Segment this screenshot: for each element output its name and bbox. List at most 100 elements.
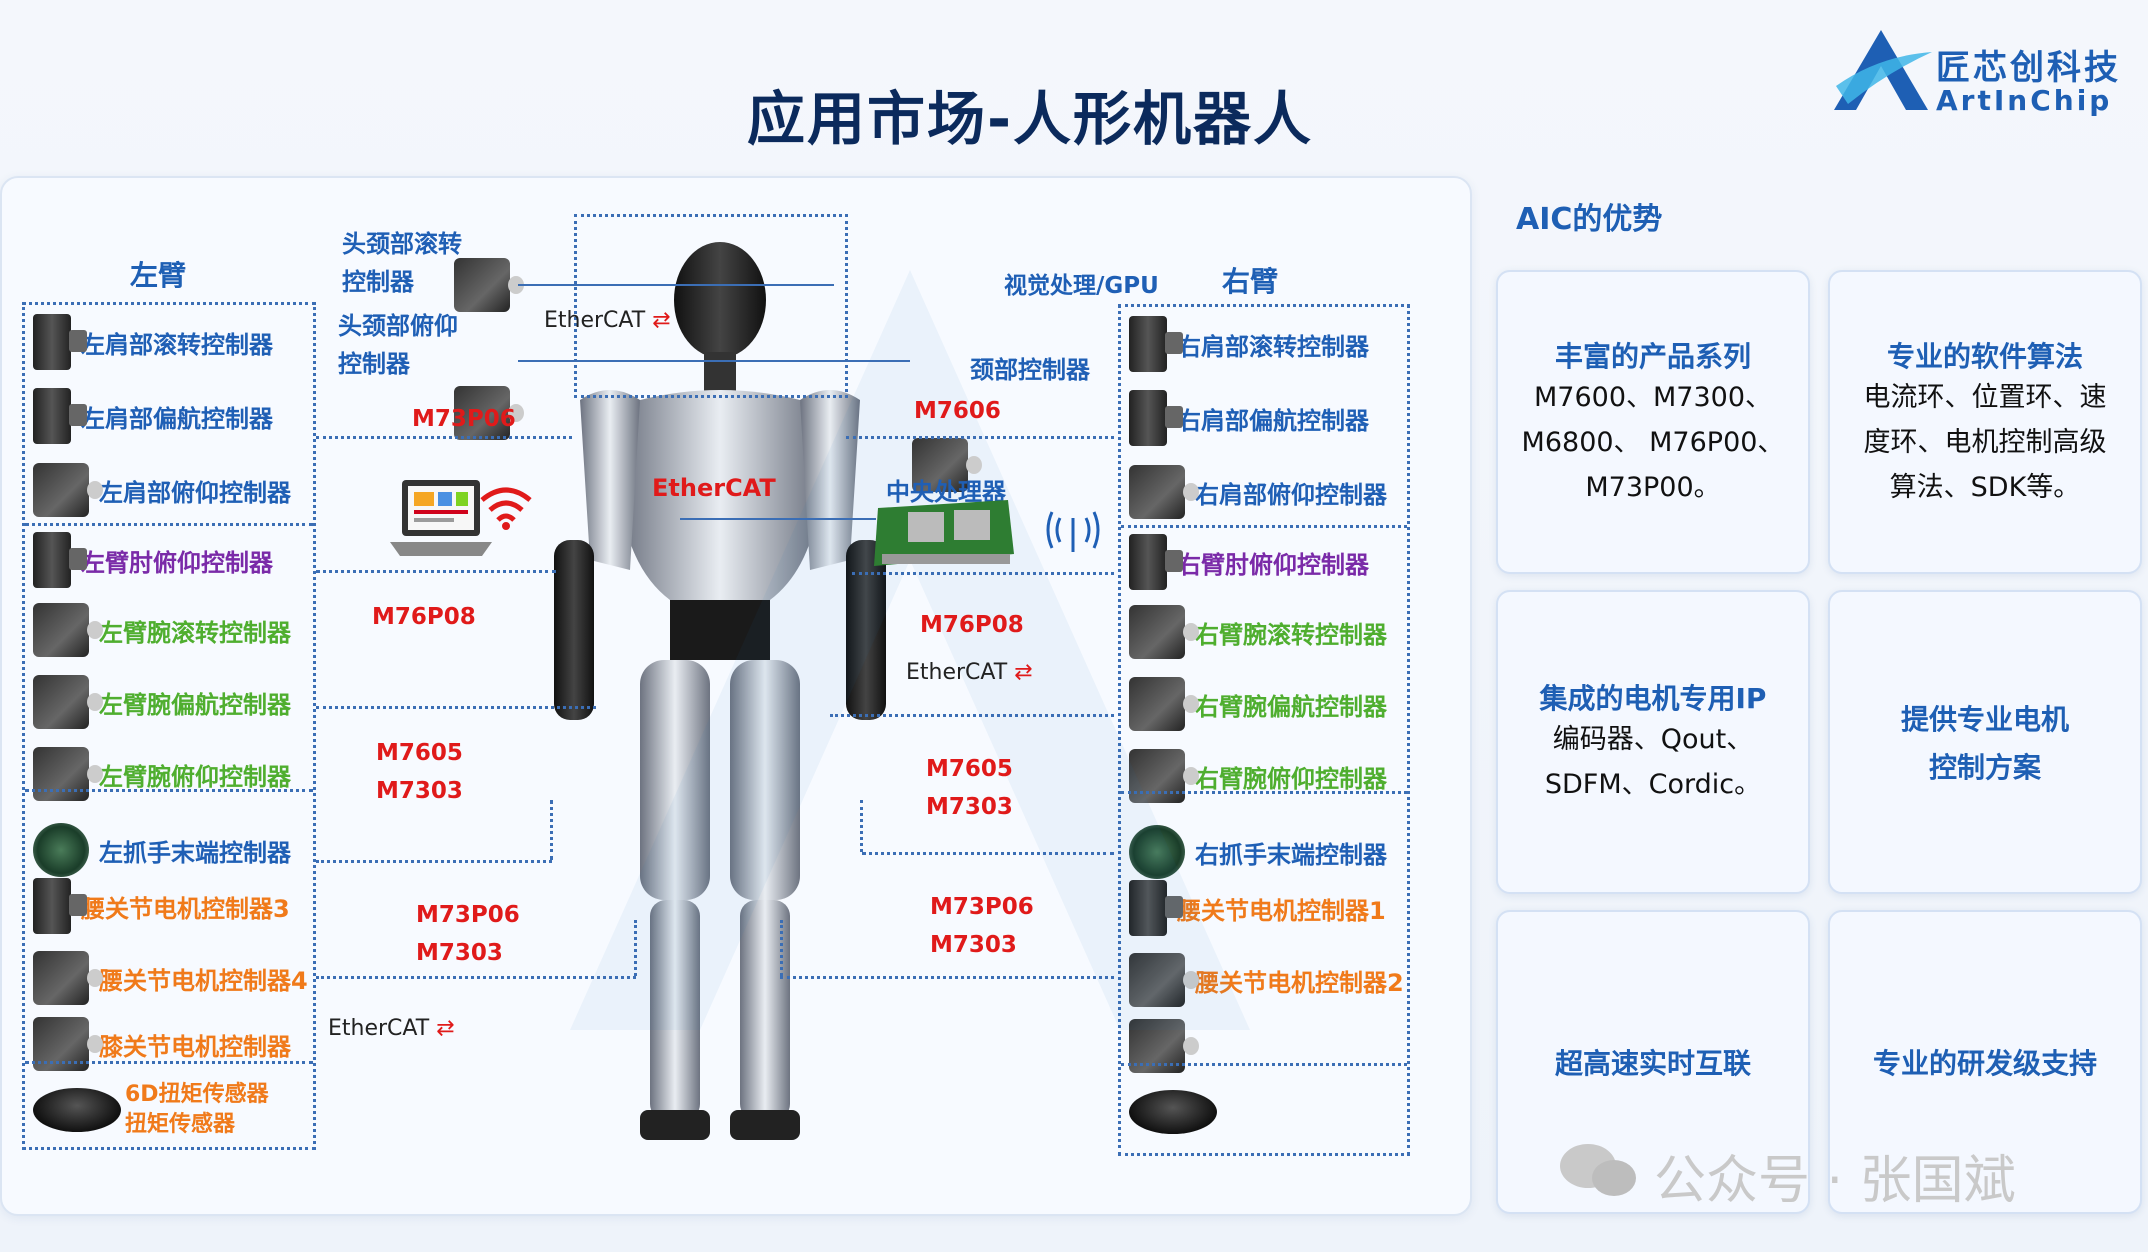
right-arm-title: 右臂: [1222, 265, 1279, 298]
controller-item: 右臂肘俯仰控制器: [1129, 529, 1369, 595]
advantage-card-title: 丰富的产品系列: [1554, 339, 1751, 373]
controller-item: 右臂腕滚转控制器: [1129, 599, 1387, 665]
controller-label: 左臂腕偏航控制器: [99, 690, 291, 719]
advantage-card-line: M73P00。: [1585, 471, 1721, 503]
controller-item: 左臂腕俯仰控制器: [33, 741, 291, 807]
vision-gpu-label: 视觉处理/GPU: [1004, 273, 1159, 299]
logo-cn: 匠芯创科技: [1936, 48, 2121, 88]
chip-label: M76P08: [372, 604, 476, 630]
motor-controller-icon: [1129, 465, 1199, 519]
chip-label: M7605: [376, 740, 463, 766]
wechat-icon: [1558, 1138, 1638, 1215]
motor-controller-icon: [33, 463, 103, 517]
torque-sensor-icon: [33, 1088, 121, 1132]
controller-label: 左臂肘俯仰控制器: [81, 548, 273, 577]
connector-line: [680, 518, 876, 520]
ethercat-text: EtherCAT: [328, 1016, 430, 1041]
ethercat-logo: EtherCAT ⇄: [328, 1016, 455, 1041]
wifi-icon: [480, 487, 532, 530]
dotted-connector: [846, 436, 1114, 439]
advantage-card-title: 专业的研发级支持: [1872, 1047, 2097, 1080]
controller-label: 腰关节电机控制器2: [1195, 968, 1404, 997]
motor-controller-icon: [1129, 953, 1199, 1007]
motor-controller-icon: [33, 951, 103, 1005]
controller-label: 左臂腕滚转控制器: [99, 618, 291, 647]
dotted-connector: [780, 976, 1114, 979]
logo-en: ArtInChip: [1936, 84, 2113, 117]
controller-item: 左肩部俯仰控制器: [33, 457, 291, 523]
chip-label: M7303: [926, 794, 1013, 820]
advantages-title: AIC的优势: [1516, 202, 1663, 237]
torque-sensor-item: [1129, 1079, 1217, 1145]
controller-label: 右臂腕俯仰控制器: [1195, 764, 1387, 793]
torque-sensor-labels: 6D扭矩传感器扭矩传感器: [125, 1080, 269, 1140]
left-arm-box: 左肩部滚转控制器左肩部偏航控制器左肩部俯仰控制器左臂肘俯仰控制器左臂腕滚转控制器…: [22, 302, 316, 1150]
chip-label: M7605: [926, 756, 1013, 782]
head-roll-label-2: 控制器: [342, 268, 414, 296]
chip-label: M7303: [376, 778, 463, 804]
controller-item: 左肩部偏航控制器: [33, 383, 273, 449]
dotted-connector: [830, 714, 1114, 717]
section-divider: [1121, 791, 1407, 794]
humanoid-robot-icon: [554, 242, 886, 1140]
section-divider: [1121, 1063, 1407, 1066]
connector-line: [518, 360, 910, 362]
controller-item: 左臂腕滚转控制器: [33, 597, 291, 663]
controller-item: 右肩部偏航控制器: [1129, 385, 1369, 451]
advantage-card: 提供专业电机控制方案: [1828, 590, 2142, 894]
controller-item: 膝关节电机控制器: [33, 1011, 291, 1077]
controller-label: 右臂腕滚转控制器: [1195, 620, 1387, 649]
servo-motor-icon: [33, 388, 87, 444]
servo-motor-icon: [1129, 880, 1183, 936]
motor-controller-icon: [33, 603, 103, 657]
torque-sensor-label: 6D扭矩传感器: [125, 1082, 269, 1107]
controller-label: 左肩部滚转控制器: [81, 330, 273, 359]
chip-label: M7606: [914, 398, 1001, 424]
dotted-connector: [316, 860, 552, 863]
advantage-card-title: 专业的软件算法: [1886, 339, 2083, 373]
dotted-connector: [780, 920, 783, 976]
controller-label: 左肩部偏航控制器: [81, 404, 273, 433]
controller-label: 右肩部滚转控制器: [1177, 332, 1369, 361]
controller-item: 腰关节电机控制器1: [1129, 875, 1386, 941]
watermark-text: 公众号 · 张国斌: [1654, 1151, 2016, 1211]
right-arm-box: 右肩部滚转控制器右肩部偏航控制器右肩部俯仰控制器右臂肘俯仰控制器右臂腕滚转控制器…: [1118, 304, 1410, 1156]
dotted-connector: [634, 920, 637, 976]
controller-item: 腰关节电机控制器2: [1129, 947, 1404, 1013]
torque-sensor-icon: [1129, 1090, 1217, 1134]
dotted-connector: [862, 852, 1114, 855]
advantage-card: 专业的软件算法电流环、位置环、速度环、电机控制高级算法、SDK等。: [1828, 270, 2142, 574]
artinchip-logo-icon: [1834, 30, 1932, 110]
circuit-board-icon: [1129, 825, 1185, 879]
dotted-connector: [316, 436, 572, 439]
dotted-connector: [852, 572, 1114, 575]
chip-label: M7303: [416, 940, 503, 966]
head-roll-label: 头颈部滚转: [342, 230, 462, 258]
controller-item: 左臂腕偏航控制器: [33, 669, 291, 735]
advantage-card-line: M6800、 M76P00、: [1521, 426, 1785, 458]
head-pitch-label: 头颈部俯仰: [338, 312, 458, 340]
servo-motor-icon: [33, 878, 87, 934]
chip-label: M73P06: [930, 894, 1034, 920]
connector-line: [518, 284, 834, 286]
chip-label: M73P06: [416, 902, 520, 928]
ethercat-chest-label: EtherCAT: [652, 474, 776, 502]
section-divider: [25, 523, 313, 526]
controller-item: 右肩部滚转控制器: [1129, 311, 1369, 377]
circuit-board-icon: [33, 823, 89, 877]
controller-label: 腰关节电机控制器3: [81, 894, 290, 923]
controller-label: 右臂腕偏航控制器: [1195, 692, 1387, 721]
motor-controller-icon: [1129, 677, 1199, 731]
motor-controller-icon: [33, 747, 103, 801]
servo-motor-icon: [1129, 534, 1183, 590]
controller-item: 腰关节电机控制器4: [33, 945, 308, 1011]
controller-item: 左抓手末端控制器: [33, 817, 291, 883]
controller-label: 左抓手末端控制器: [99, 838, 291, 867]
advantage-card-line: SDFM、Cordic。: [1544, 769, 1762, 800]
antenna-signal-icon: [1046, 511, 1100, 552]
ethercat-text: EtherCAT: [906, 660, 1008, 685]
controller-item: 右抓手末端控制器: [1129, 819, 1387, 885]
dotted-connector: [860, 800, 863, 852]
head-pitch-motor-icon: [454, 386, 524, 440]
advantage-card-line: 编码器、Qout、: [1552, 724, 1754, 755]
